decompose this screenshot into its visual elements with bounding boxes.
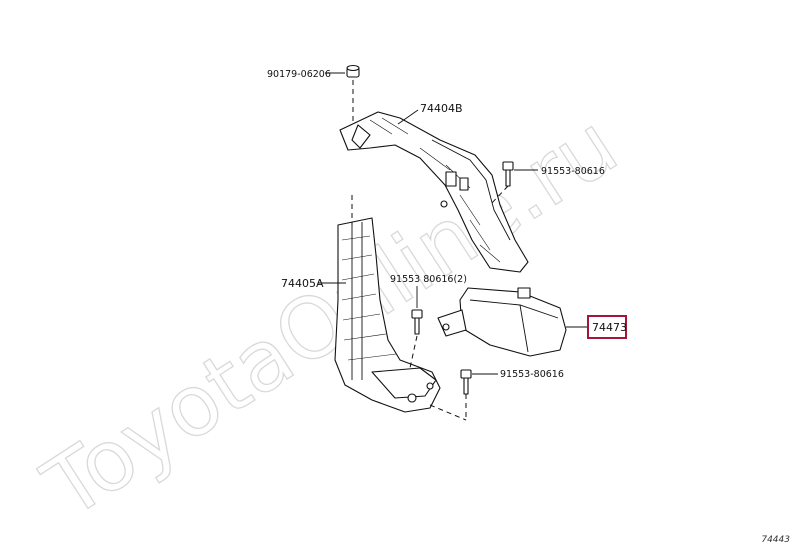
callout-90179-06206[interactable]: 90179-06206: [267, 69, 331, 80]
bracket-74405A: [334, 195, 441, 413]
callout-91553-80616-lower[interactable]: 91553-80616: [500, 369, 564, 380]
bracket-74404B: [339, 111, 529, 273]
bolt-91553-80616-2: [411, 309, 423, 335]
bracket-74473: [437, 287, 567, 357]
callout-74473[interactable]: 74473: [592, 321, 627, 334]
nut-90179-06206: [346, 64, 360, 78]
callout-91553-80616-upper[interactable]: 91553-80616: [541, 166, 605, 177]
guide-line-bracket-lower: [429, 404, 467, 421]
leader-74404B: [397, 109, 419, 125]
guide-line-bolt-middle: [409, 335, 418, 369]
callout-74405A[interactable]: 74405A: [281, 277, 324, 290]
guide-line-bolt-upper: [489, 185, 509, 206]
callout-91553-80616-2[interactable]: 91553 80616(2): [390, 274, 467, 285]
callout-74404B[interactable]: 74404B: [420, 102, 463, 115]
callout-74473-highlight: [587, 315, 627, 339]
bolt-91553-80616-lower: [460, 369, 472, 395]
diagram-code: 74443: [761, 535, 790, 545]
